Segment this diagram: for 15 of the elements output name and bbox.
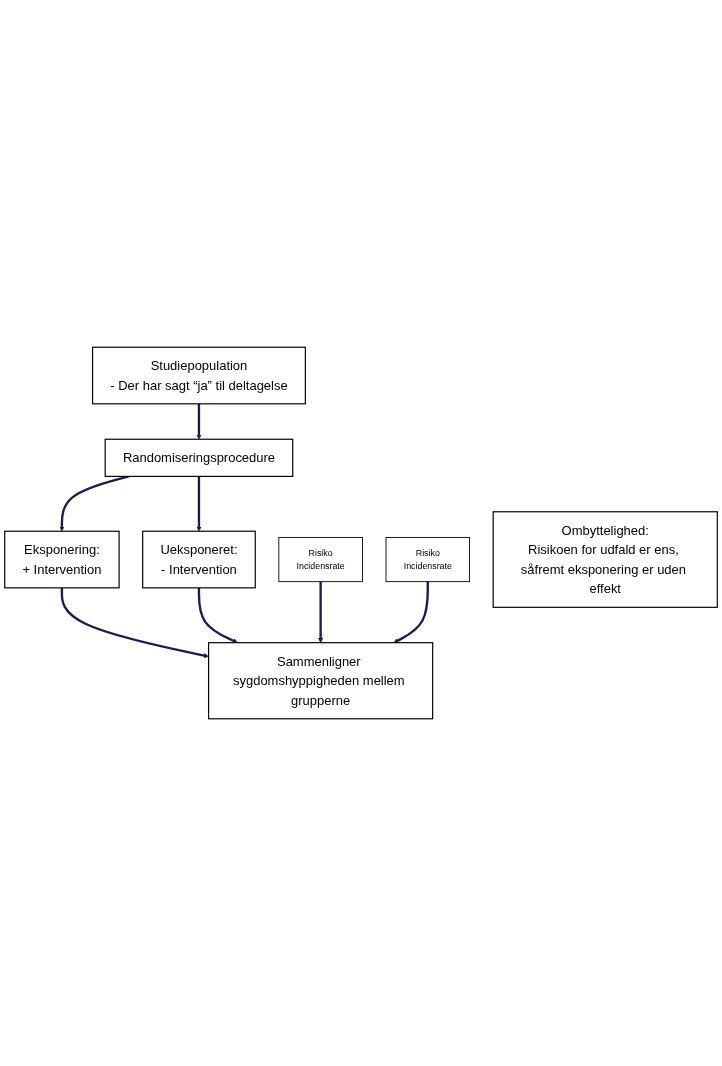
arrow [197, 587, 238, 644]
arrow [60, 587, 209, 659]
arrow [196, 476, 202, 532]
arrow [59, 475, 130, 532]
node-box: Ueksponeret: - Intervention [142, 530, 256, 589]
node-box: Risiko Incidensrate [278, 536, 363, 583]
node-box: Sammenligner sygdomshyppigheden mellem grupperne [208, 642, 434, 720]
node-box: Randomiseringsprocedure [104, 438, 294, 477]
arrow [393, 581, 429, 643]
arrow [196, 403, 202, 440]
node-box: Risiko Incidensrate [385, 536, 470, 583]
arrow [318, 581, 324, 643]
node-box: Ombyttelighed: Risikoen for udfald er ens, såfremt eksponering er uden effekt [492, 511, 718, 608]
node-box: Eksponering: + Intervention [4, 530, 120, 589]
node-box: Studiepopulation - Der har sagt “ja” til deltagelse [91, 346, 306, 405]
